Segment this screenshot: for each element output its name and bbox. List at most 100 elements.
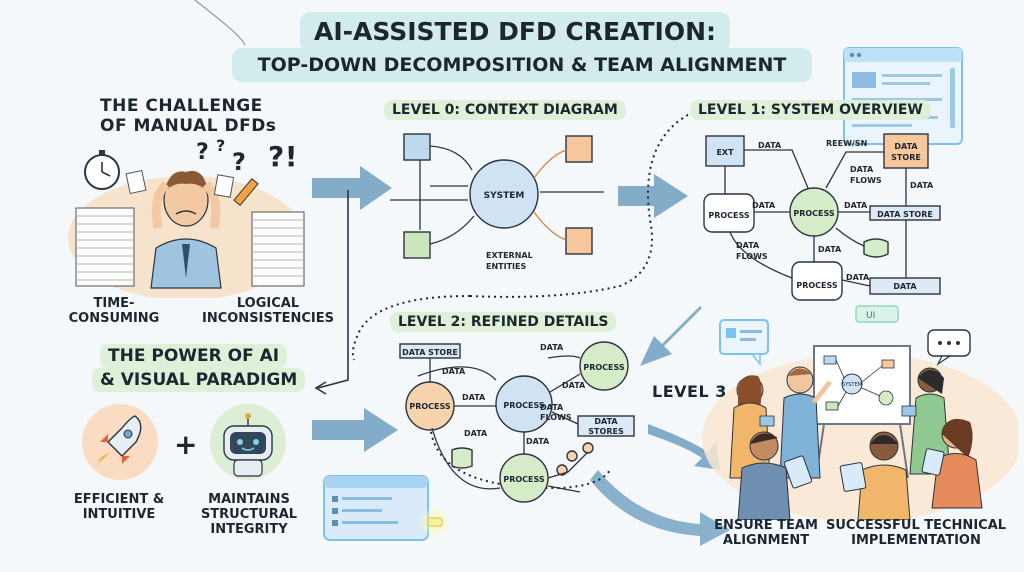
level2-data-5: DATA <box>464 429 488 438</box>
level1-data-6: DATA <box>846 273 870 282</box>
level1-data-4: DATA <box>910 181 934 190</box>
level1-flows-line-2: FLOWS <box>850 176 882 185</box>
level2-process-center-label: PROCESS <box>503 401 545 410</box>
level1-process-left-label: PROCESS <box>708 211 750 220</box>
level1-data-store-mid-label: DATA STORE <box>877 210 933 219</box>
level1-data-5: DATA <box>818 245 842 254</box>
level2-flows-line-2: FLOWS <box>540 413 572 422</box>
stopwatch-icon <box>84 150 120 190</box>
ensure-line-1: ENSURE TEAM <box>714 518 818 533</box>
challenge-heading-line-1: THE CHALLENGE <box>100 96 263 116</box>
whiteboard-system-label: SYSTEM <box>842 382 862 388</box>
stressed-person-illustration <box>68 150 305 298</box>
level2-data-2: DATA <box>540 343 564 352</box>
challenge-heading-line-2: OF MANUAL DFDs <box>100 116 277 136</box>
level0-entity-bottom-left <box>403 231 431 259</box>
level2-flows-line-1: DATA <box>540 403 564 412</box>
level0-system-process <box>469 159 539 229</box>
arrow-level1-to-level2 <box>640 306 702 366</box>
level2-stores-line-2: STORES <box>588 427 624 436</box>
level2-data-6: DATA <box>526 437 550 446</box>
time-consuming-line-1: TIME- <box>93 296 135 311</box>
power-heading-line-2: & VISUAL PARADIGM <box>92 368 306 392</box>
level1-store-line-1: DATA <box>894 142 918 151</box>
ui-tag <box>855 305 899 323</box>
level1-heading: LEVEL 1: SYSTEM OVERVIEW <box>690 100 931 120</box>
level1-ext-label: EXT <box>716 148 734 157</box>
level3-label: LEVEL 3 <box>652 382 727 401</box>
level0-external-line-2: ENTITIES <box>486 262 526 271</box>
level2-stores-line-1: DATA <box>594 417 618 426</box>
efficient-intuitive-label: EFFICIENT & INTUITIVE <box>60 492 178 522</box>
paper-stack-right <box>251 211 305 287</box>
level1-flows-line-1: DATA <box>850 165 874 174</box>
title-line-2-pill: TOP-DOWN DECOMPOSITION & TEAM ALIGNMENT <box>232 48 812 82</box>
arrow-power-to-level2 <box>312 408 398 452</box>
level2-process-top-right <box>579 341 629 391</box>
level1-process-bottom-label: PROCESS <box>796 281 838 290</box>
level1-data-2: DATA <box>752 201 776 210</box>
success-line-1: SUCCESSFUL TECHNICAL <box>826 518 1007 533</box>
ui-tag-label: UI <box>866 311 875 321</box>
level1-process-bottom <box>791 261 843 301</box>
level2-data-stores-box <box>577 415 635 437</box>
level2-db-cylinder <box>451 447 473 469</box>
level0-heading: LEVEL 0: CONTEXT DIAGRAM <box>384 100 626 120</box>
ensure-line-2: ALIGNMENT <box>722 533 810 548</box>
team-meeting-illustration: UI SYSTEM <box>702 305 1018 520</box>
question-mark-1: ? <box>196 140 210 165</box>
success-line-2: IMPLEMENTATION <box>851 533 981 548</box>
power-heading-line-1: THE POWER OF AI <box>100 344 288 368</box>
level2-process-top-right-label: PROCESS <box>583 363 625 372</box>
maintains-line-1: MAINTAINS <box>208 492 290 507</box>
maintains-line-2: STRUCTURAL <box>200 507 298 522</box>
level1-data-1: DATA <box>758 141 782 150</box>
team-member-2 <box>779 366 832 479</box>
level0-entity-top-left <box>403 133 431 161</box>
time-consuming-label: TIME- CONSUMING <box>64 296 164 326</box>
question-exclaim-mark: ?! <box>268 140 299 173</box>
level0-entity-top-right <box>565 135 593 163</box>
question-mark-3: ? <box>232 148 247 176</box>
logical-inconsistencies-line-2: INCONSISTENCIES <box>202 311 334 326</box>
level1-process-center-label: PROCESS <box>793 209 835 218</box>
successful-implementation-label: SUCCESSFUL TECHNICAL IMPLEMENTATION <box>826 518 1006 548</box>
arrow-challenge-to-level0 <box>312 166 392 210</box>
challenge-heading: THE CHALLENGE OF MANUAL DFDs <box>100 96 277 136</box>
level2-process-left-label: PROCESS <box>409 402 451 411</box>
level2-data-store-top-label: DATA STORE <box>402 348 458 357</box>
title-line-1: AI-ASSISTED DFD CREATION: <box>313 17 717 46</box>
arrow-level2-to-team <box>648 424 720 470</box>
paper-stack-left <box>75 207 135 287</box>
logical-inconsistencies-line-1: LOGICAL <box>236 296 300 311</box>
plus-sign: + <box>174 428 198 461</box>
level1-store-line-2: STORE <box>891 153 921 162</box>
efficient-line-2: INTUITIVE <box>82 507 156 522</box>
arrow-level2-sweep <box>590 470 730 546</box>
level2-heading: LEVEL 2: REFINED DETAILS <box>390 312 617 332</box>
efficient-line-1: EFFICIENT & <box>73 492 165 507</box>
dotted-connector-level2-bottom <box>429 419 611 490</box>
time-consuming-line-2: CONSUMING <box>68 311 160 326</box>
team-member-4 <box>737 431 813 520</box>
question-mark-2: ? <box>216 136 226 155</box>
level1-review-label: REEW/SN <box>826 139 867 148</box>
browser-window-small-icon <box>323 475 450 541</box>
maintains-integrity-label: MAINTAINS STRUCTURAL INTEGRITY <box>190 492 308 537</box>
level1-flows2-line-2: FLOWS <box>736 252 768 261</box>
level1-system-overview: EXT DATA STORE PROCESS PROCESS PROCESS D… <box>703 133 941 301</box>
level0-system-label: SYSTEM <box>484 191 525 201</box>
level2-data-1: DATA <box>442 367 466 376</box>
maintains-line-3: INTEGRITY <box>210 522 288 537</box>
dotted-connector-level0-level1 <box>469 107 701 298</box>
stressed-person <box>150 170 222 289</box>
chat-bubble-icon <box>927 329 971 366</box>
team-member-6 <box>921 418 983 509</box>
rocket-icon <box>82 404 158 480</box>
level1-db-cylinder <box>863 238 889 258</box>
level1-data-store-box <box>883 133 929 169</box>
ensure-team-alignment-label: ENSURE TEAM ALIGNMENT <box>706 518 826 548</box>
title-line-2: TOP-DOWN DECOMPOSITION & TEAM ALIGNMENT <box>257 54 787 76</box>
